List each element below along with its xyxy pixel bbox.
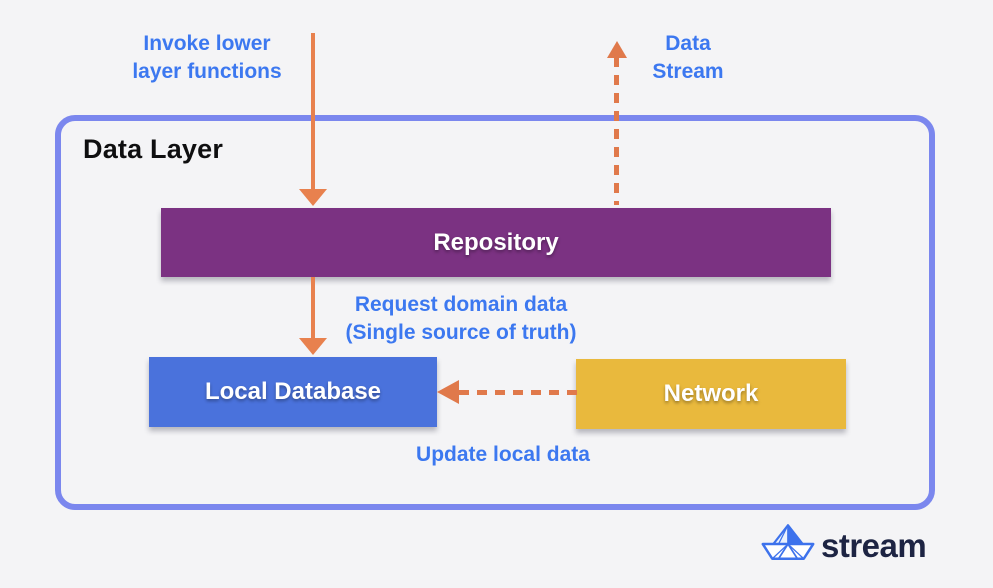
data-stream-label-line1: Data <box>665 32 711 55</box>
update-local-label-text: Update local data <box>416 443 590 466</box>
network-node: Network <box>576 359 846 429</box>
update-arrow-head-icon <box>437 380 459 404</box>
data-stream-label: Data Stream <box>628 30 748 86</box>
invoke-arrow-line <box>311 33 315 190</box>
request-domain-label-line1: Request domain data <box>354 293 568 316</box>
local-database-node: Local Database <box>149 357 437 427</box>
request-domain-label: Request domain data (Single source of tr… <box>326 291 596 347</box>
repository-node: Repository <box>161 208 831 277</box>
repository-node-label: Repository <box>433 228 559 256</box>
network-node-label: Network <box>663 380 759 407</box>
local-database-node-label: Local Database <box>204 378 382 405</box>
data-layer-container <box>55 115 935 510</box>
invoke-lower-label-line2: layer functions <box>132 60 282 83</box>
request-domain-label-line2: (Single source of truth) <box>345 321 577 344</box>
stream-logo: stream <box>760 522 927 569</box>
request-arrow-line <box>311 277 315 339</box>
data-layer-title: Data Layer <box>83 134 224 164</box>
data-stream-arrow-head-icon <box>607 41 627 58</box>
data-stream-arrow-line <box>614 57 619 205</box>
data-stream-label-line2: Stream <box>652 60 724 83</box>
paper-boat-icon <box>760 522 816 569</box>
stream-logo-text: stream <box>821 526 927 564</box>
invoke-arrow-head-icon <box>299 189 327 206</box>
update-arrow-line <box>459 390 577 395</box>
invoke-lower-label-line1: Invoke lower <box>143 32 271 55</box>
request-arrow-head-icon <box>299 338 327 355</box>
invoke-lower-label: Invoke lower layer functions <box>117 30 297 86</box>
update-local-label: Update local data <box>393 441 613 469</box>
